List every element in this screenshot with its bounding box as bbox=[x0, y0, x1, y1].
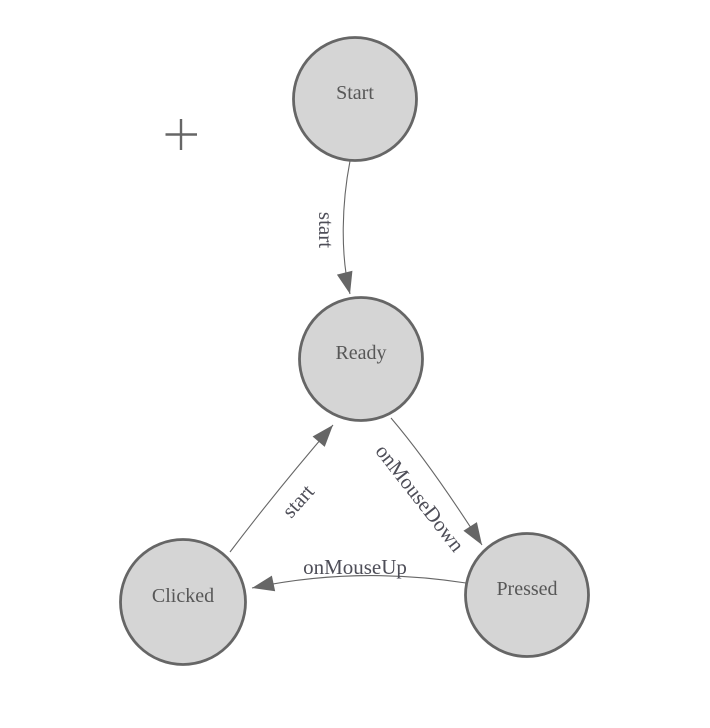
origin-crosshair-icon bbox=[165, 119, 197, 150]
state-node-clicked[interactable]: Clicked bbox=[119, 538, 247, 666]
state-node-start[interactable]: Start bbox=[292, 36, 418, 162]
state-node-pressed[interactable]: Pressed bbox=[464, 532, 590, 658]
transition-ready-to-pressed[interactable] bbox=[390, 417, 483, 546]
transition-clicked-to-ready[interactable] bbox=[229, 424, 334, 553]
transition-label-start-1: start bbox=[314, 212, 338, 248]
state-label-start: Start bbox=[336, 82, 374, 104]
state-label-ready: Ready bbox=[335, 342, 386, 364]
state-label-clicked: Clicked bbox=[152, 585, 214, 607]
state-circle-ready bbox=[298, 296, 424, 422]
state-circle-pressed bbox=[464, 532, 590, 658]
transition-label-onmouseup: onMouseUp bbox=[303, 555, 407, 579]
transition-start-to-ready[interactable] bbox=[336, 160, 353, 295]
state-label-pressed: Pressed bbox=[496, 578, 557, 600]
transition-pressed-to-clicked[interactable] bbox=[251, 575, 467, 592]
state-circle-clicked bbox=[119, 538, 247, 666]
state-circle-start bbox=[292, 36, 418, 162]
state-node-ready[interactable]: Ready bbox=[298, 296, 424, 422]
